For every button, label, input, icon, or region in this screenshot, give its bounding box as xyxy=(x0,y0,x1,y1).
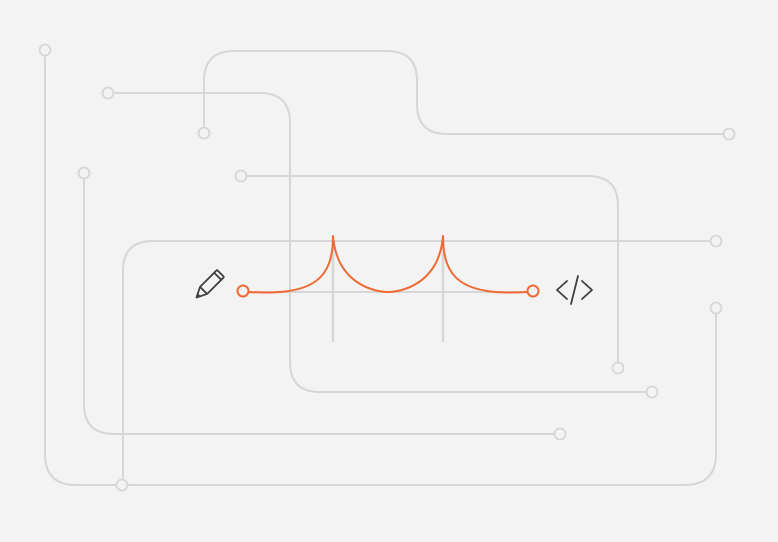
node-716-241 xyxy=(709,234,723,248)
trace-outer-left xyxy=(44,56,717,486)
node-618-368 xyxy=(611,361,625,375)
trace-upper-left xyxy=(114,92,646,393)
node-122-485 xyxy=(115,478,129,492)
bridge-anchor-left xyxy=(236,284,250,298)
trace-center-loop xyxy=(122,240,710,479)
bridge-cable xyxy=(247,235,529,294)
code-icon xyxy=(556,275,593,305)
node-716-308 xyxy=(709,301,723,315)
node-560-434 xyxy=(553,427,567,441)
node-729-134 xyxy=(722,127,736,141)
node-84-173 xyxy=(77,166,91,180)
node-108-93 xyxy=(101,86,115,100)
trace-mid-right xyxy=(247,175,619,362)
node-45-50 xyxy=(38,43,52,57)
node-204-133 xyxy=(197,126,211,140)
bridge-anchor-right xyxy=(526,284,540,298)
trace-top-loop xyxy=(203,50,723,135)
pencil-icon xyxy=(195,269,225,299)
trace-left-inner xyxy=(83,179,554,435)
node-652-392 xyxy=(645,385,659,399)
node-241-176 xyxy=(234,169,248,183)
